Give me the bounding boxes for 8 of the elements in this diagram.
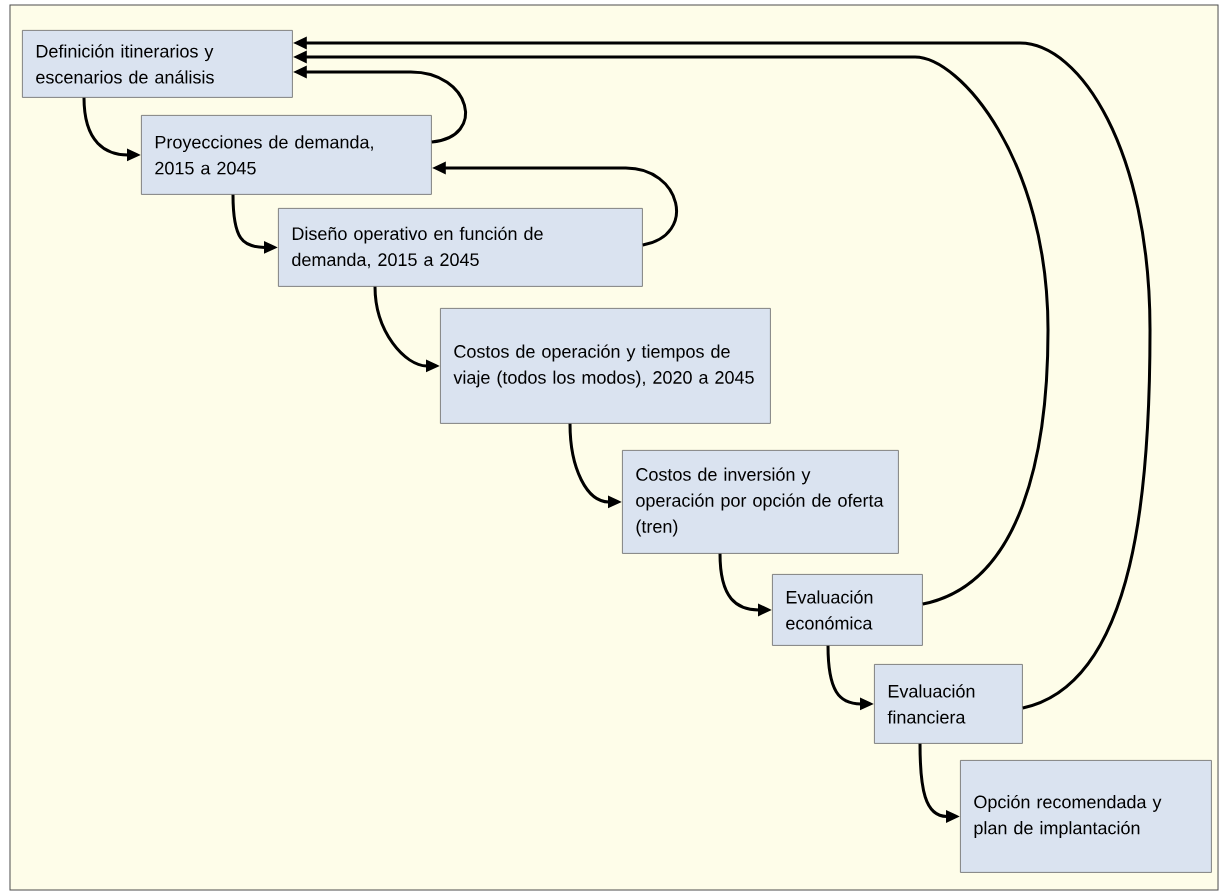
process-box: Diseño operativo en función de demanda, 2015 a 2045 bbox=[278, 208, 643, 287]
process-box: Costos de inversión y operación por opción de oferta (tren) bbox=[622, 450, 899, 554]
process-box: Opción recomendada y plan de implantación bbox=[960, 760, 1212, 873]
process-box: Evaluación económica bbox=[772, 574, 923, 646]
process-box: Costos de operación y tiempos de viaje (todos los modos), 2020 a 2045 bbox=[440, 308, 771, 424]
process-box: Evaluación financiera bbox=[874, 664, 1023, 744]
process-box: Definición itinerarios y escenarios de análisis bbox=[22, 30, 293, 98]
process-box: Proyecciones de demanda, 2015 a 2045 bbox=[141, 115, 432, 195]
